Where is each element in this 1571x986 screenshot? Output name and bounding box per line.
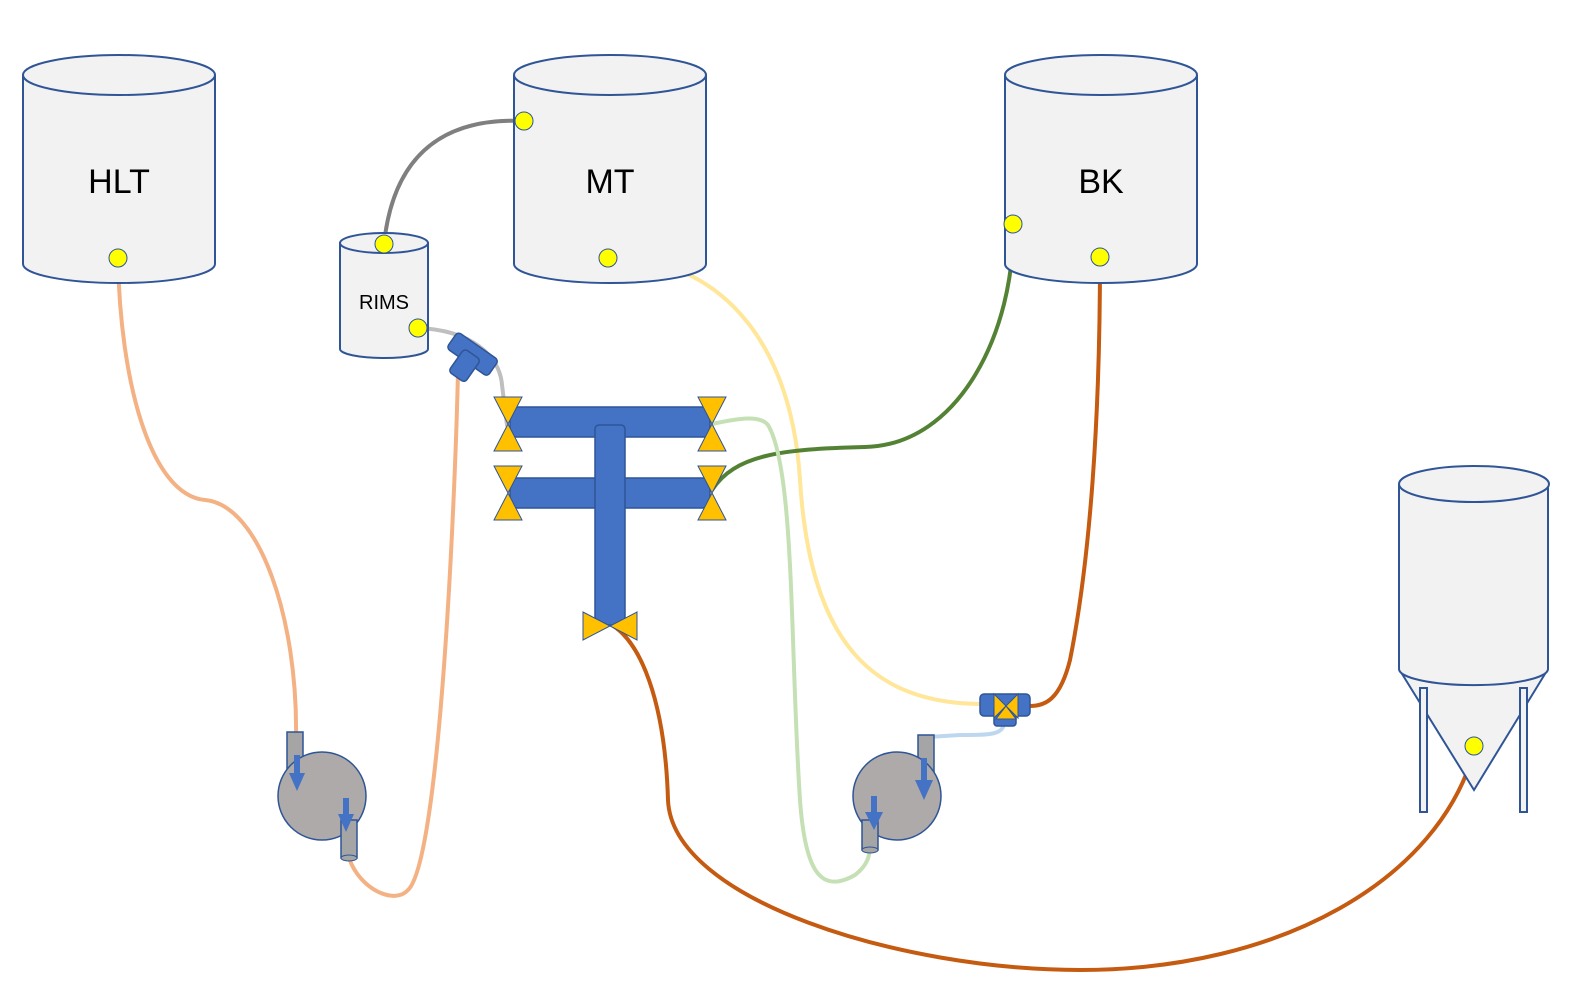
manifold-vertical-pipe — [594, 424, 626, 626]
fermenter-inlet-port — [1464, 736, 1484, 756]
valve-upper-left[interactable] — [493, 396, 523, 452]
fermenter-leg-right — [1519, 687, 1528, 813]
bk-side-port — [1003, 214, 1023, 234]
vessel-bk-label: BK — [1078, 163, 1124, 201]
vessel-bk-body — [1004, 75, 1198, 284]
fermenter-leg-left — [1419, 687, 1428, 813]
hlt-outlet-port — [108, 248, 128, 268]
valve-lower-right[interactable] — [697, 465, 727, 521]
pump-2-inflow-arrow-icon — [915, 758, 933, 800]
vessel-mt-body — [513, 75, 707, 284]
vessel-bk: BK — [1003, 54, 1198, 284]
hose-manifold-to-fermenter — [608, 622, 1477, 973]
fermenter-top — [1398, 465, 1550, 503]
pump-2-outflow-arrow-icon — [865, 796, 883, 830]
pump-2[interactable] — [852, 734, 942, 854]
pump-1-outflow-arrow-icon — [338, 798, 354, 832]
hose-manifold-to-pump2 — [710, 416, 872, 884]
vessel-hlt-body — [22, 75, 216, 284]
vessel-fermenter — [1398, 465, 1550, 813]
rims-tee-branch — [449, 349, 480, 383]
vessel-rims-label: RIMS — [359, 292, 409, 314]
bk-tee-valve[interactable] — [993, 692, 1019, 720]
mt-outlet-port — [598, 248, 618, 268]
bk-outlet-port — [1090, 247, 1110, 267]
hose-mt-to-bk-tee — [606, 255, 987, 707]
hose-bk-to-tee — [1028, 256, 1102, 708]
hose-bk-to-manifold — [710, 223, 1016, 492]
mt-return-port — [514, 111, 534, 131]
pump-1-inflow-arrow-icon — [289, 755, 305, 791]
manifold — [493, 396, 727, 641]
vessel-bk-top — [1004, 54, 1198, 96]
vessel-rims: RIMS — [339, 232, 429, 359]
pump-1-outlet-mouth — [340, 854, 358, 862]
rims-outlet-port — [408, 318, 428, 338]
vessel-mt-top — [513, 54, 707, 96]
vessel-mt: MT — [513, 54, 707, 284]
pump-2-outlet-mouth — [861, 846, 879, 854]
valve-lower-left[interactable] — [493, 465, 523, 521]
hoses — [116, 118, 1477, 973]
rims-tee-fitting — [447, 332, 498, 383]
valve-bottom[interactable] — [582, 611, 638, 641]
hose-tee-to-pump2 — [926, 720, 1006, 739]
pump-1[interactable] — [277, 731, 367, 862]
hose-pump1-to-tee — [347, 370, 460, 898]
vessel-hlt-top — [22, 54, 216, 96]
vessel-hlt: HLT — [22, 54, 216, 284]
valve-upper-right[interactable] — [697, 396, 727, 452]
vessel-hlt-label: HLT — [88, 163, 150, 201]
vessel-mt-label: MT — [585, 163, 634, 201]
bk-tee-fitting — [979, 692, 1031, 727]
vessel-rims-body — [339, 243, 429, 359]
rims-inlet-port — [374, 234, 394, 254]
hose-hlt-to-pump1 — [116, 256, 299, 740]
fermenter-body — [1398, 484, 1549, 687]
hose-mt-to-rims — [382, 118, 526, 246]
